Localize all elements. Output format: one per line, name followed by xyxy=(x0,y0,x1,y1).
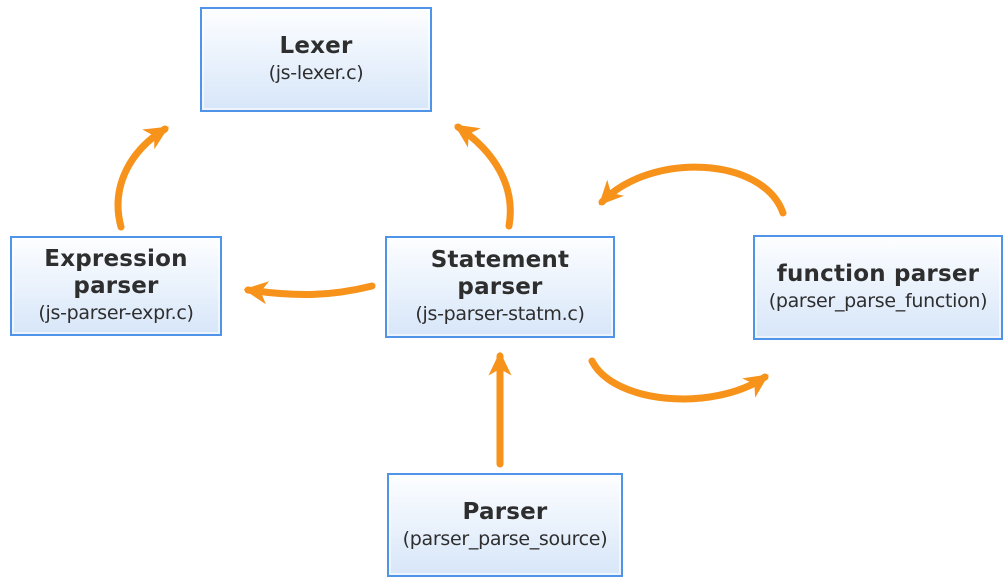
node-statement-parser: Statement parser (js-parser-statm.c) xyxy=(385,236,615,338)
node-statement-parser-subtitle: (js-parser-statm.c) xyxy=(415,303,585,326)
node-expression-parser: Expression parser (js-parser-expr.c) xyxy=(10,236,222,336)
node-parser-title: Parser xyxy=(462,498,548,525)
node-expression-parser-title: Expression parser xyxy=(44,246,188,300)
edge-statement-parser-to-lexer-arrow xyxy=(454,123,514,230)
node-lexer-title: Lexer xyxy=(279,33,353,60)
node-function-parser-subtitle: (parser_parse_function) xyxy=(768,290,988,313)
edge-function-parser-to-statement-parser-arrow xyxy=(598,163,787,217)
node-lexer: Lexer (js-lexer.c) xyxy=(200,7,432,112)
node-statement-parser-title: Statement parser xyxy=(430,247,570,301)
edge-expression-parser-to-lexer-arrow xyxy=(114,125,169,231)
node-function-parser: function parser (parser_parse_function) xyxy=(753,235,1003,340)
node-function-parser-title: function parser xyxy=(776,261,980,288)
node-parser: Parser (parser_parse_source) xyxy=(387,473,623,577)
edge-statement-parser-to-function-parser-arrow xyxy=(588,357,769,403)
node-parser-subtitle: (parser_parse_source) xyxy=(402,527,608,550)
edge-statement-parser-to-expression-parser-arrow xyxy=(243,281,376,305)
node-expression-parser-subtitle: (js-parser-expr.c) xyxy=(38,302,194,325)
node-lexer-subtitle: (js-lexer.c) xyxy=(268,62,364,85)
